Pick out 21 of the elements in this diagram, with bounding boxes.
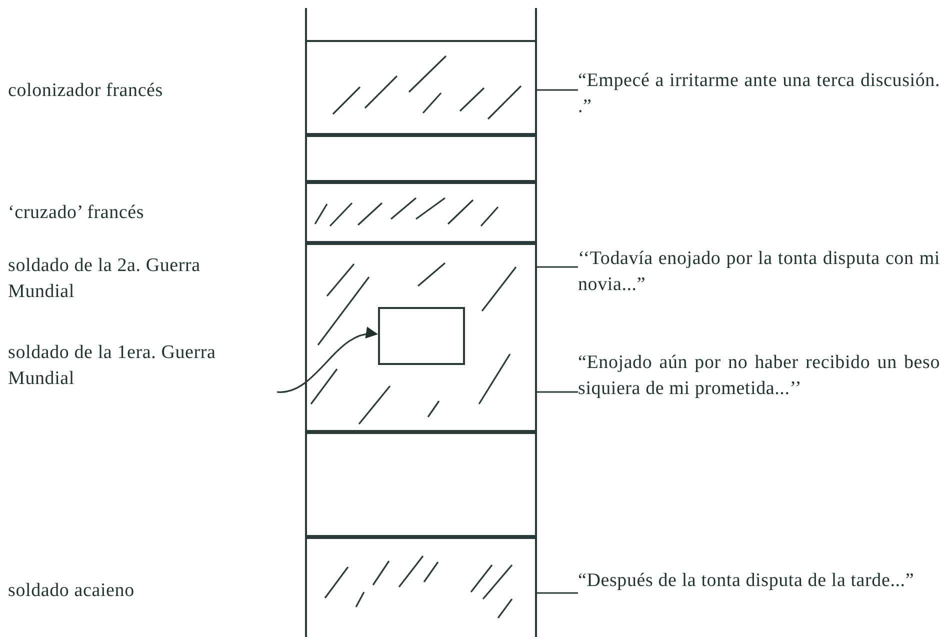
leader-line bbox=[537, 592, 578, 594]
inset-box bbox=[378, 307, 465, 365]
column-drawing bbox=[305, 8, 537, 637]
hatched-band bbox=[307, 40, 535, 135]
layer-label: ‘cruzado’ francés bbox=[8, 201, 146, 225]
leader-line bbox=[537, 391, 578, 393]
hatched-band bbox=[307, 243, 535, 432]
layer-label: soldado acaieno bbox=[8, 579, 136, 603]
leader-line bbox=[537, 266, 578, 268]
arrow bbox=[276, 328, 378, 393]
layer-label: colonizador francés bbox=[8, 79, 164, 103]
annotation-text: soldado de la 1era. Guerra Mundial bbox=[8, 340, 278, 392]
quote-text: “Enojado aún por no haber recibido un beso siquiera de mi prometida...’’ bbox=[578, 350, 940, 402]
empty-band bbox=[307, 135, 535, 182]
quote-text: “Empecé a irritarme ante una terca discusión. .” bbox=[578, 68, 940, 120]
layer-label: soldado de la 2a. Guerra Mundial bbox=[8, 254, 202, 304]
empty-band bbox=[307, 432, 535, 537]
hatched-band bbox=[307, 182, 535, 243]
leader-line bbox=[537, 89, 578, 91]
quote-text: “Después de la tonta disputa de la tarde...” bbox=[578, 568, 940, 594]
quote-text: ‘‘Todavía enojado por la tonta disputa con mi novia...” bbox=[578, 246, 940, 298]
